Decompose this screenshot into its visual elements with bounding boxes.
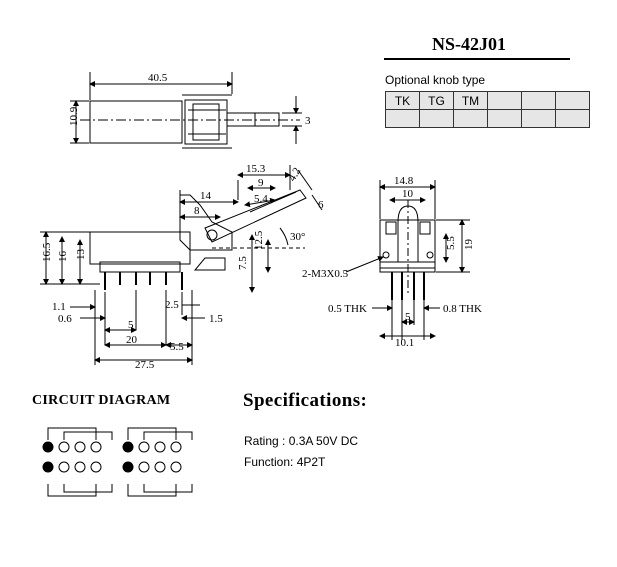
- terminal: [74, 461, 86, 473]
- terminal: [58, 441, 70, 453]
- common-terminal: [42, 461, 54, 473]
- dim-label: 8: [194, 205, 200, 217]
- side-latch: [193, 257, 226, 271]
- spec-function: Function: 4P2T: [244, 455, 326, 469]
- terminal: [90, 461, 102, 473]
- knob-caption: Optional knob type: [385, 73, 486, 87]
- side-base: [99, 261, 181, 273]
- circuit-bracket: [143, 484, 193, 493]
- dim-label: 19: [463, 239, 475, 251]
- dim-label: 2-M3X0.5: [302, 268, 349, 280]
- top-view: [70, 72, 302, 149]
- dim-label: 15.3: [246, 163, 266, 175]
- dim-label: 7.5: [237, 256, 249, 270]
- dim-label: 12.5: [253, 230, 265, 250]
- dim-label: 9: [258, 177, 264, 189]
- top-slider: [184, 99, 228, 145]
- knob-cell: [555, 109, 590, 128]
- terminal: [170, 461, 182, 473]
- dim-label: 1.5: [209, 313, 223, 325]
- common-terminal: [122, 441, 134, 453]
- top-body: [89, 100, 183, 144]
- dim-label: 0.5 THK: [328, 303, 367, 315]
- circuit-bracket: [127, 484, 177, 497]
- top-slider-inner: [192, 103, 220, 141]
- dim-label: 14.8: [394, 175, 414, 187]
- mount-hole: [382, 251, 390, 259]
- dim-label: 14: [200, 190, 212, 202]
- spec-title: Specifications:: [243, 390, 368, 411]
- terminal: [154, 461, 166, 473]
- circuit-bracket: [127, 427, 177, 440]
- dim-label: 5: [128, 319, 134, 331]
- circuit-title: CIRCUIT DIAGRAM: [32, 393, 171, 408]
- dim-label: 13: [75, 249, 87, 261]
- knob-cell: [487, 91, 522, 110]
- dim-label: 27.5: [135, 359, 155, 371]
- top-shaft: [226, 112, 280, 127]
- dim-label: 20: [126, 334, 138, 346]
- front-view: [345, 180, 470, 340]
- terminal: [90, 441, 102, 453]
- dim-label: 10: [402, 188, 414, 200]
- circuit-bracket: [63, 431, 113, 440]
- terminal: [138, 461, 150, 473]
- knob-cell: [521, 109, 556, 128]
- side-lever-housing: [179, 194, 233, 251]
- terminal: [74, 441, 86, 453]
- terminal: [58, 461, 70, 473]
- terminal: [154, 441, 166, 453]
- dim-label: 10.1: [395, 337, 414, 349]
- circuit-diagram: [42, 427, 193, 497]
- knob-cell: [487, 109, 522, 128]
- dim-label: 5.5: [445, 236, 457, 250]
- dim-label: 2.5: [165, 299, 179, 311]
- title-underline: [384, 58, 570, 60]
- dim-label: 1.1: [52, 301, 66, 313]
- spec-rating: Rating : 0.3A 50V DC: [244, 434, 359, 448]
- pivot: [206, 229, 218, 241]
- dim-label: 0.6: [58, 313, 72, 325]
- dim-label: 30°: [290, 231, 305, 243]
- front-base: [379, 261, 436, 273]
- dim-label: 6: [318, 199, 324, 211]
- dim-label: 0.8 THK: [443, 303, 482, 315]
- terminal: [170, 441, 182, 453]
- circuit-bracket: [143, 431, 193, 440]
- knob-cell: TM: [453, 91, 488, 110]
- knob-cell: [453, 109, 488, 128]
- dim-label: 40.5: [148, 72, 168, 84]
- knob-type-row: [385, 109, 590, 128]
- dim-label: 16: [57, 251, 69, 263]
- dim-label: 10.9: [68, 106, 80, 126]
- part-number: NS-42J01: [432, 34, 507, 54]
- terminal: [138, 441, 150, 453]
- circuit-bracket: [63, 484, 113, 493]
- circuit-bracket: [47, 484, 97, 497]
- knob-cell: [419, 109, 454, 128]
- side-view: [40, 165, 323, 365]
- dim-label: 5: [405, 311, 411, 323]
- circuit-bracket: [47, 427, 97, 440]
- common-terminal: [122, 461, 134, 473]
- knob-cell: [555, 91, 590, 110]
- dim-label: 3: [305, 115, 311, 127]
- knob-cell: [521, 91, 556, 110]
- dim-label: 5.5: [170, 341, 184, 353]
- mount-hole: [426, 251, 434, 259]
- dim-label: 5.4: [254, 193, 268, 205]
- dim-label: 4.2: [286, 166, 303, 184]
- side-body: [89, 231, 191, 265]
- common-terminal: [42, 441, 54, 453]
- knob-type-table: TK TG TM: [385, 91, 590, 128]
- dim-label: 16.5: [41, 242, 53, 262]
